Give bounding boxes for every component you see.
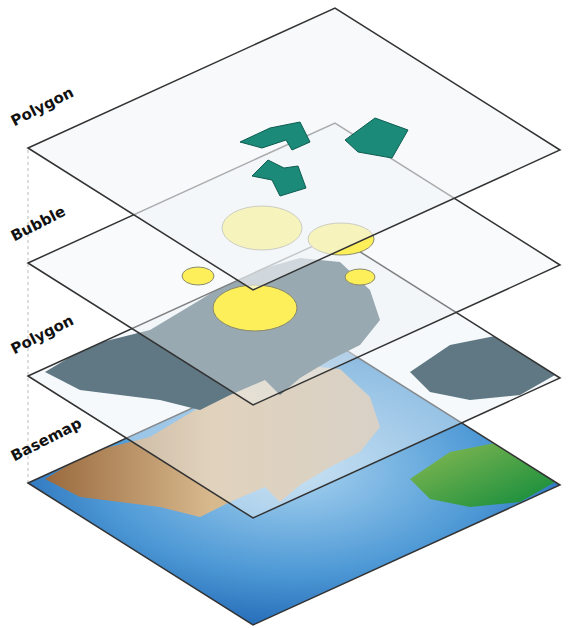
layer-label: Polygon [8,311,77,358]
polygon-layer [28,8,560,290]
layer-label: Bubble [8,202,69,245]
layer-label: Basemap [8,414,85,465]
guide-line [28,150,29,483]
layer-label: Polygon [8,83,77,130]
